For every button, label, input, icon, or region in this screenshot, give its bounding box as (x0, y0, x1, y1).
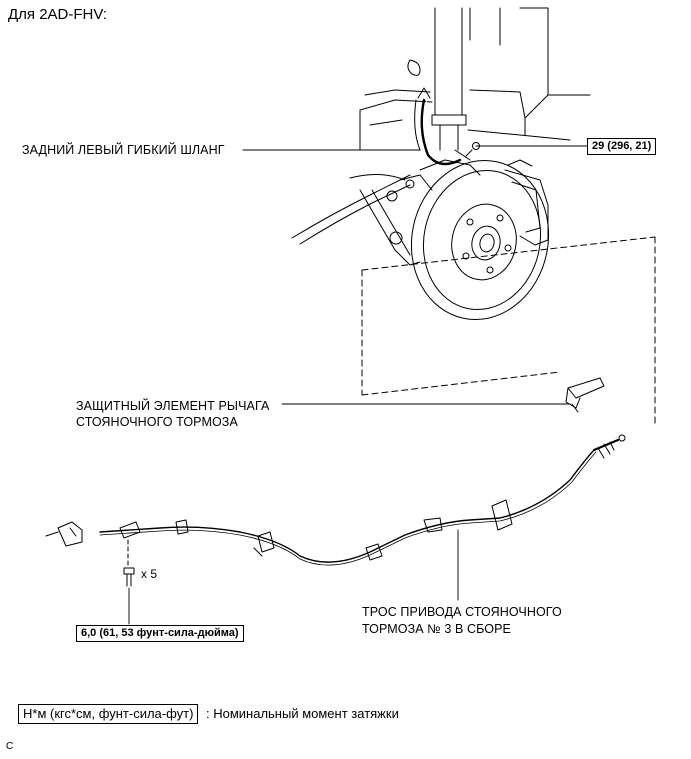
axle-beam (291, 174, 421, 266)
lever-guard (565, 377, 605, 413)
legend-unit-box: Н*м (кгс*см, фунт-сила-фут) (18, 704, 199, 724)
flexible-hose (420, 98, 480, 166)
page-title: Для 2AD-FHV: (8, 6, 107, 23)
cable-label-line1: ТРОС ПРИВОДА СТОЯНОЧНОГО (362, 605, 562, 619)
leader-lines (128, 145, 588, 625)
projection-lines (361, 236, 656, 426)
cable-label-line2: ТОРМОЗА № 3 В СБОРЕ (362, 622, 511, 636)
brake-disc (399, 159, 550, 321)
lever-guard-label-line2: СТОЯНОЧНОГО ТОРМОЗА (76, 415, 238, 429)
strut-assembly (359, 7, 591, 151)
hose-label: ЗАДНИЙ ЛЕВЫЙ ГИБКИЙ ШЛАНГ (22, 143, 225, 157)
clamp-bolt-icon (123, 539, 135, 587)
bolt-quantity: x 5 (141, 567, 158, 581)
legend-description: : Номинальный момент затяжки (206, 706, 399, 721)
corner-mark: C (6, 741, 14, 752)
lever-guard-label-line1: ЗАЩИТНЫЙ ЭЛЕМЕНТ РЫЧАГА (76, 399, 270, 413)
parking-brake-cable (45, 434, 626, 566)
clamp-bolt-torque: 6,0 (61, 53 фунт-сила-дюйма) (76, 625, 244, 642)
hose-bolt-torque: 29 (296, 21) (587, 138, 657, 155)
